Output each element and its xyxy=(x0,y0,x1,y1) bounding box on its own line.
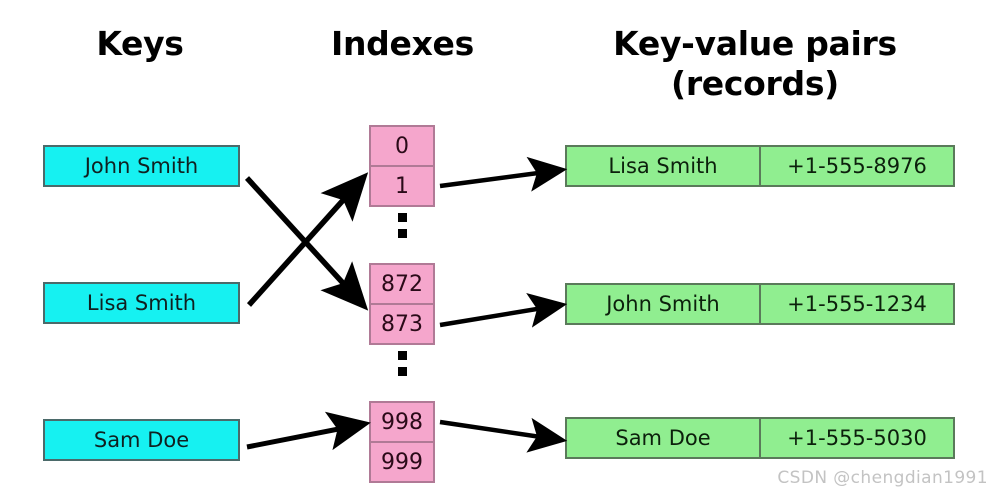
record-box-sam-doe[interactable]: Sam Doe +1-555-5030 xyxy=(565,417,955,459)
index-cell[interactable]: 873 xyxy=(381,311,423,337)
watermark: CSDN @chengdian1991 xyxy=(777,468,988,488)
arrow-1-to-lisa-record xyxy=(439,156,568,192)
key-box-john-smith[interactable]: John Smith xyxy=(43,145,240,187)
arrow-lisa-to-1 xyxy=(246,172,369,307)
arrow-873-to-john-record xyxy=(439,292,568,328)
index-group-998-999: 998 999 xyxy=(369,401,435,483)
index-cell[interactable]: 872 xyxy=(371,265,433,305)
index-cell[interactable]: 0 xyxy=(371,127,433,167)
record-phone: +1-555-1234 xyxy=(787,292,927,316)
record-name: Sam Doe xyxy=(567,419,761,457)
key-label: Lisa Smith xyxy=(86,291,197,315)
vertical-dots-icon xyxy=(394,213,410,245)
key-label: John Smith xyxy=(84,154,199,178)
arrow-john-to-873 xyxy=(244,176,369,311)
key-box-lisa-smith[interactable]: Lisa Smith xyxy=(43,282,240,324)
index-group-0-1: 0 1 xyxy=(369,125,435,207)
key-box-sam-doe[interactable]: Sam Doe xyxy=(43,419,240,461)
record-phone: +1-555-5030 xyxy=(787,426,927,450)
record-name: Lisa Smith xyxy=(567,147,761,185)
index-cell[interactable]: 998 xyxy=(371,403,433,443)
index-group-872-873: 872 873 xyxy=(369,263,435,345)
index-cell[interactable]: 1 xyxy=(395,173,409,199)
record-box-lisa-smith[interactable]: Lisa Smith +1-555-8976 xyxy=(565,145,955,187)
key-label: Sam Doe xyxy=(93,428,190,452)
vertical-dots-icon xyxy=(394,351,410,383)
heading-keys: Keys xyxy=(96,24,184,63)
record-box-john-smith[interactable]: John Smith +1-555-1234 xyxy=(565,283,955,325)
arrow-998-to-sam-record xyxy=(439,417,568,453)
heading-indexes: Indexes xyxy=(331,24,474,63)
record-phone: +1-555-8976 xyxy=(787,154,927,178)
index-cell[interactable]: 999 xyxy=(381,449,423,475)
record-name: John Smith xyxy=(567,285,761,323)
arrow-sam-to-998 xyxy=(246,411,371,451)
heading-key-value-pairs: Key-value pairs (records) xyxy=(613,24,897,103)
